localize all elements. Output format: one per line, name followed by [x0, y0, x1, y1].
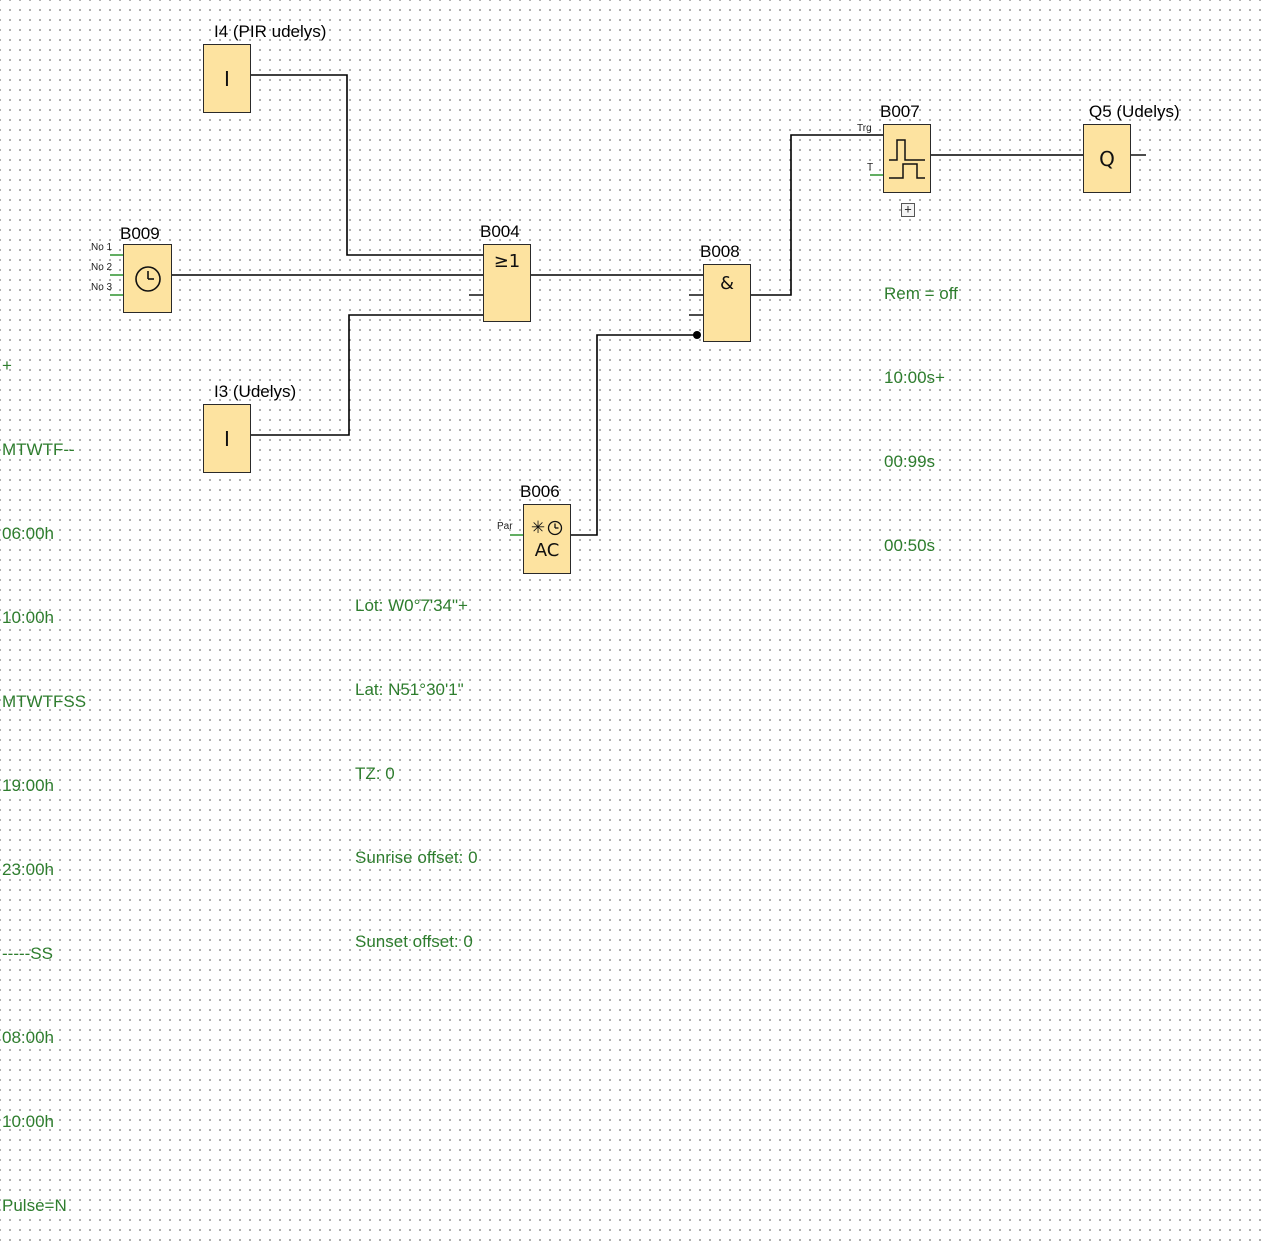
- b007-parameters: Rem = off 10:00s+ 00:99s 00:50s: [884, 224, 958, 588]
- b009-pin-no1-label: No 1: [91, 242, 113, 253]
- b007-t-label: T: [867, 162, 874, 173]
- b006-icon-row: ✳: [531, 518, 563, 538]
- astronomical-clock-block-b006[interactable]: ✳ AC: [523, 504, 571, 574]
- and-gate-block-b008[interactable]: &: [703, 264, 751, 342]
- and-gate-symbol: &: [719, 273, 735, 294]
- i4-symbol: I: [224, 66, 230, 91]
- param-line: Pulse=N: [2, 1196, 67, 1215]
- b006-par-label: Par: [497, 521, 513, 532]
- input-block-i4[interactable]: I: [203, 44, 251, 113]
- param-line: 10:00h: [2, 608, 54, 627]
- param-line: +: [2, 356, 12, 375]
- param-line: Lot: W0°7'34"+: [355, 596, 468, 615]
- param-line: 23:00h: [2, 860, 54, 879]
- wire-i3-to-b004[interactable]: [251, 314, 483, 436]
- b007-trg-label: Trg: [857, 123, 872, 134]
- clock-icon: [134, 265, 161, 292]
- wiring-canvas: [110, 74, 1146, 536]
- param-line: 10:00h: [2, 1112, 54, 1131]
- b006-parameters: Lot: W0°7'34"+ Lat: N51°30'1" TZ: 0 Sunr…: [355, 536, 478, 984]
- clock-icon: [547, 520, 563, 535]
- i3-symbol: I: [224, 426, 230, 451]
- param-line: -----SS: [2, 944, 53, 963]
- q5-symbol: Q: [1099, 146, 1115, 171]
- param-line: Sunrise offset: 0: [355, 848, 478, 867]
- param-line: 19:00h: [2, 776, 54, 795]
- i4-label: I4 (PIR udelys): [214, 22, 327, 41]
- param-line: 10:00s+: [884, 368, 945, 387]
- param-line: 00:50s: [884, 536, 936, 555]
- param-line: Sunset offset: 0: [355, 932, 473, 951]
- param-line: 06:00h: [2, 524, 54, 543]
- negation-dot: [693, 331, 701, 339]
- output-block-q5[interactable]: Q: [1083, 124, 1131, 193]
- sun-icon: ✳: [530, 517, 546, 538]
- or-gate-block-b004[interactable]: ≥1: [483, 244, 531, 322]
- b006-symbol: AC: [534, 539, 560, 561]
- wire-i4-to-b004[interactable]: [251, 74, 483, 256]
- b004-label: B004: [480, 222, 520, 241]
- pulse-waveform-icon: [889, 138, 925, 179]
- q5-label: Q5 (Udelys): [1089, 102, 1180, 121]
- param-line: TZ: 0: [355, 764, 395, 783]
- wire-b008-to-b007[interactable]: [751, 134, 883, 296]
- b006-label: B006: [520, 482, 560, 501]
- b009-pin-no2-label: No 2: [91, 262, 113, 273]
- b009-label: B009: [120, 224, 160, 243]
- b009-parameters: + MTWTF-- 06:00h 10:00h MTWTFSS 19:00h 2…: [2, 296, 86, 1248]
- wire-b006-to-b008[interactable]: [571, 334, 697, 536]
- param-line: 00:99s: [884, 452, 936, 471]
- input-block-i3[interactable]: I: [203, 404, 251, 473]
- or-gate-symbol: ≥1: [493, 251, 521, 272]
- b007-label: B007: [880, 102, 920, 121]
- param-line: Lat: N51°30'1": [355, 680, 464, 699]
- param-line: Rem = off: [884, 284, 958, 303]
- param-line: MTWTFSS: [2, 692, 87, 711]
- b008-label: B008: [700, 242, 740, 261]
- timer-block-b007[interactable]: [883, 124, 931, 193]
- param-line: MTWTF--: [2, 440, 75, 459]
- b007-expand-button[interactable]: +: [901, 203, 915, 217]
- weekly-timer-block-b009[interactable]: [123, 244, 172, 313]
- i3-label: I3 (Udelys): [214, 382, 297, 401]
- param-line: 08:00h: [2, 1028, 54, 1047]
- b009-pin-no3-label: No 3: [91, 282, 113, 293]
